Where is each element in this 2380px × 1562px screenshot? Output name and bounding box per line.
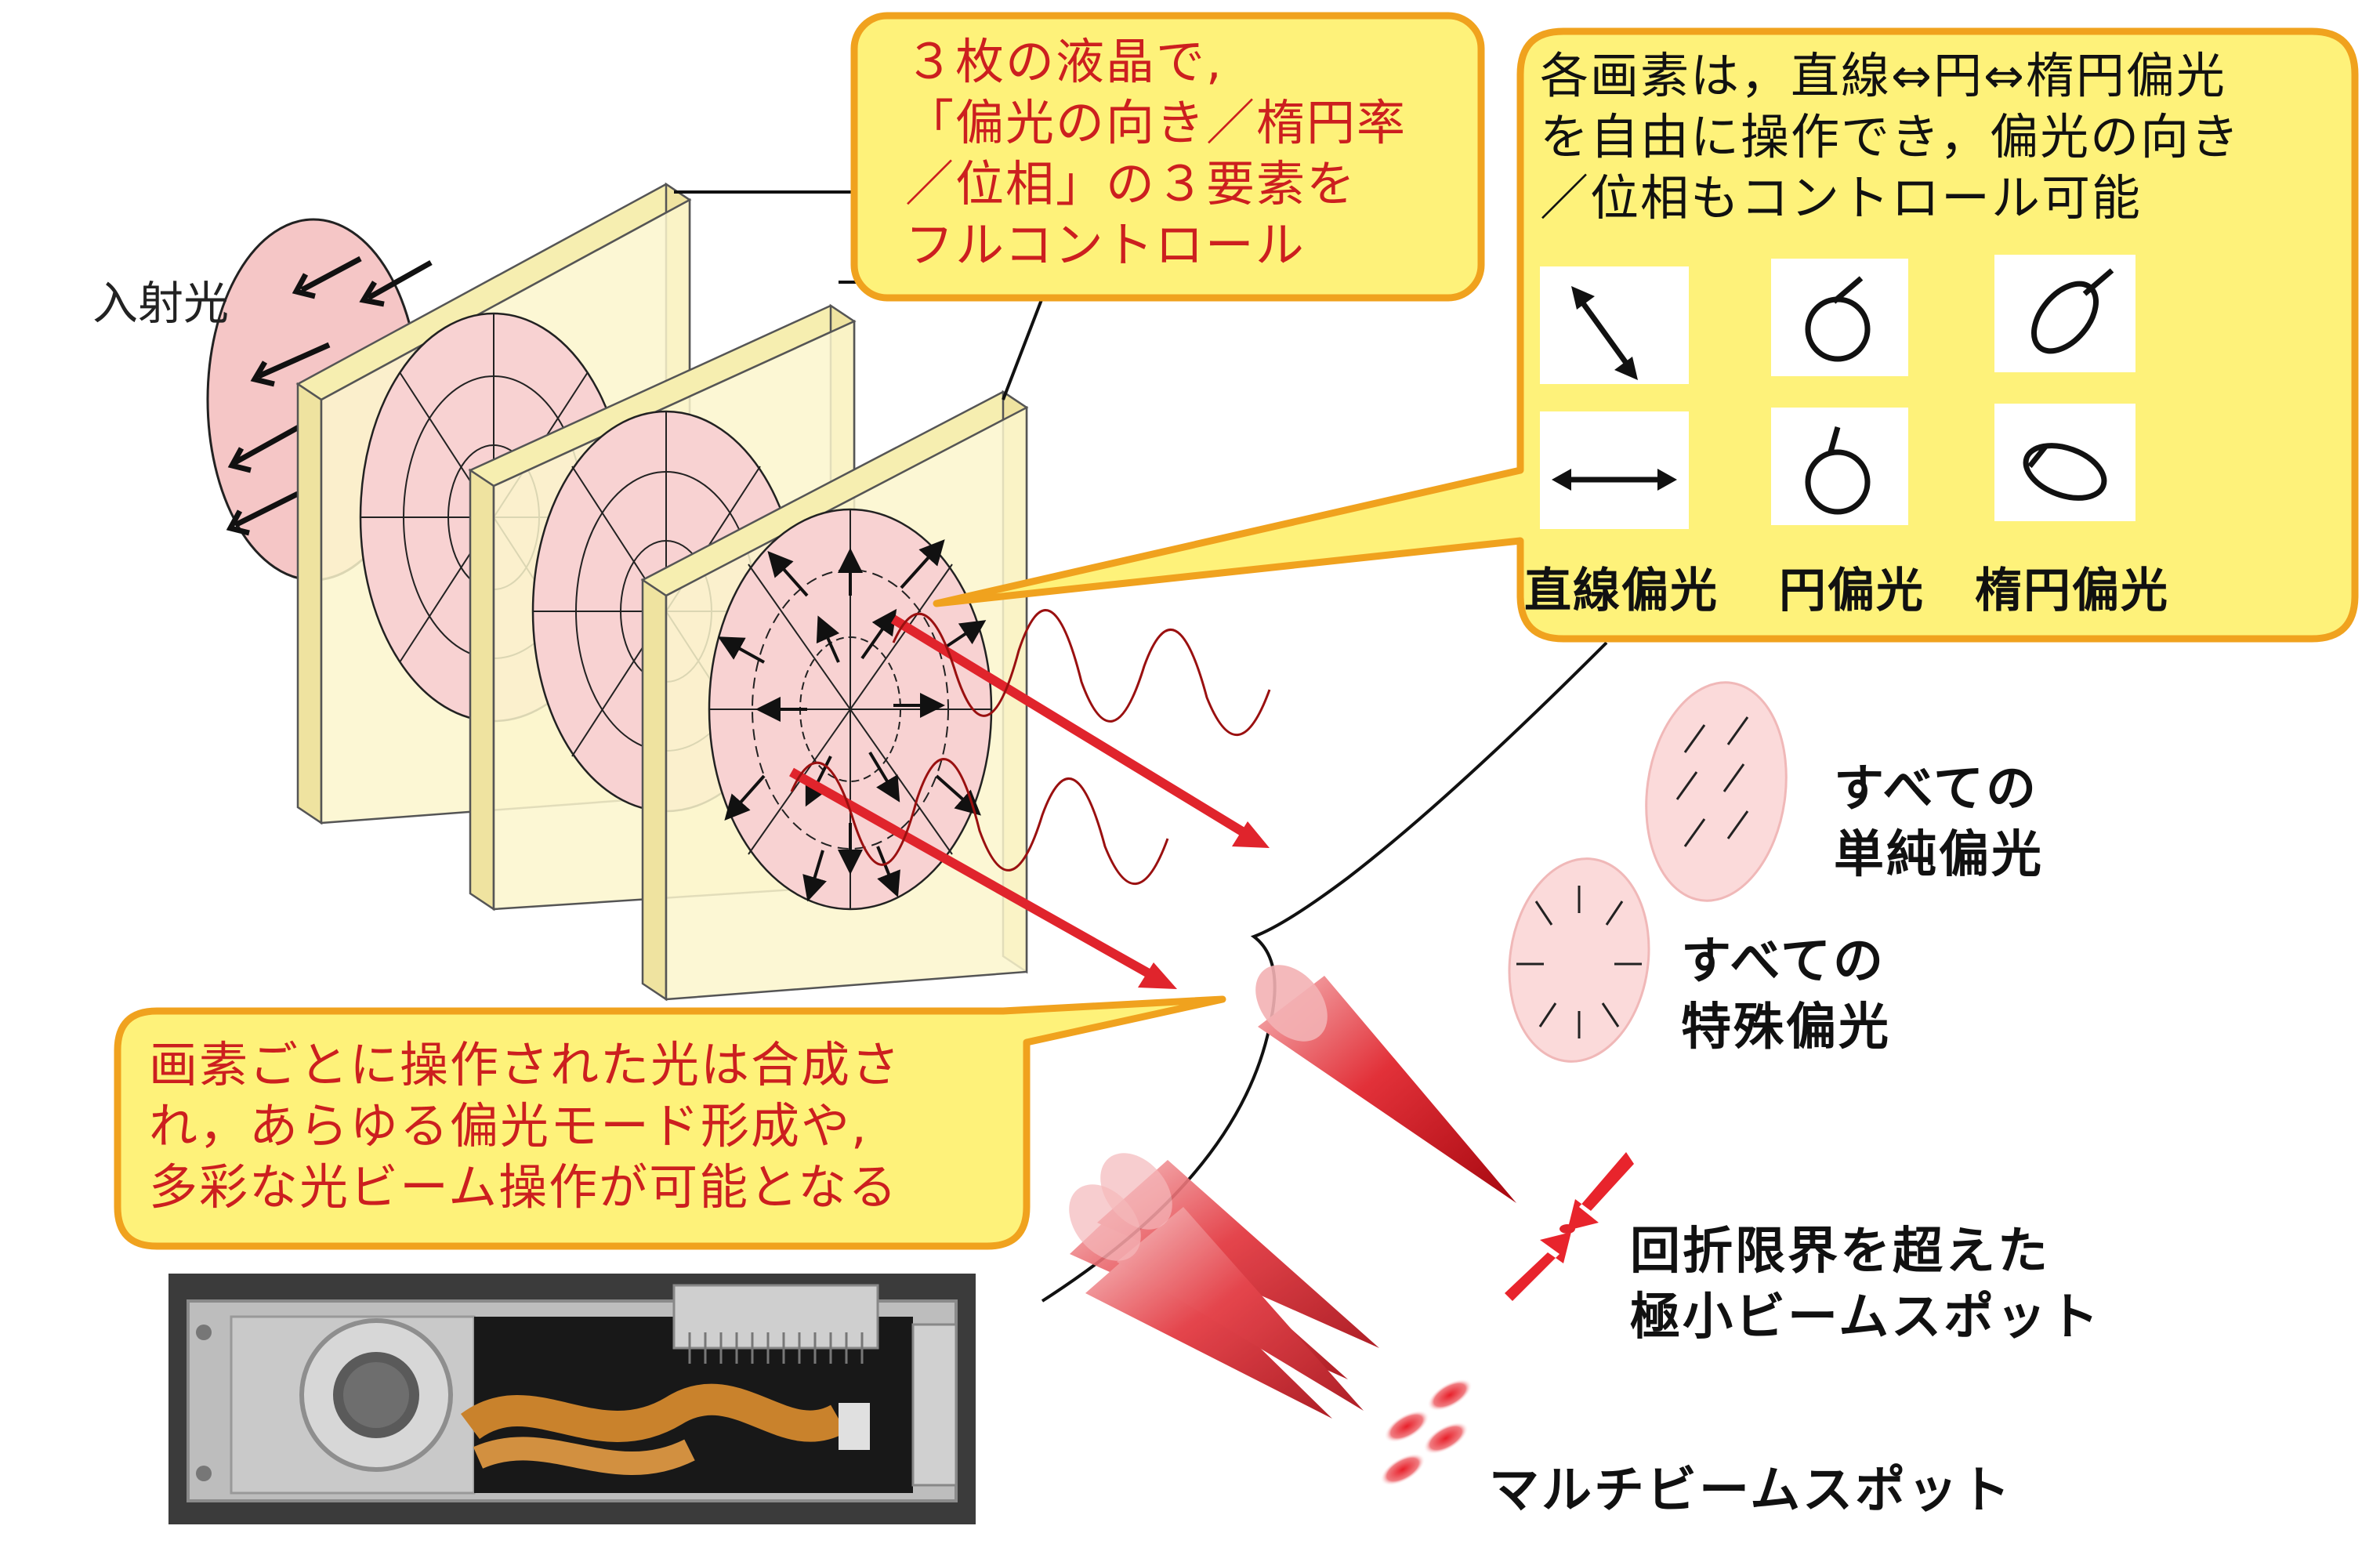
output-beams [789,609,1271,989]
special-polarization-icon [1508,857,1650,1063]
elliptical-polarization-label: 楕円偏光 [1975,564,2169,618]
circular-icon-2 [1805,426,1871,515]
radial-polarization-arrows [718,539,987,902]
callout-right-text: 各画素は，直線⇔円⇔楕円偏光 を自由に操作でき，偏光の向き ／位相もコントロール… [1540,47,2241,227]
incident-light-label: 入射光 [92,277,230,330]
circular-icon-1 [1805,276,1871,362]
pol-icons [1540,255,2135,529]
all-special-polarization-label: すべての 特殊偏光 [1681,933,1891,1056]
focused-beam-cone [1255,965,1634,1301]
callout-bottom-bubble [114,995,1226,1250]
elliptical-horizontal-icon [2023,443,2107,501]
multi-spot-label: マルチビームスポット [1489,1462,2013,1520]
linear-horizontal-icon [1552,469,1677,491]
all-uniform-polarization-label: すべての 単純偏光 [1834,760,2044,884]
elliptical-tilted-icon [2030,268,2114,354]
callout-bottom-text: 画素ごとに操作された光は合成さ れ，あらゆる偏光モード形成や, 多彩な光ビーム操… [149,1036,902,1216]
callout-right-bubble [933,27,2359,643]
uniform-polarization-icon [1645,681,1788,902]
leader-lines [674,190,1608,1303]
callout-top-bubble [850,12,1485,302]
linear-diagonal-icon [1571,286,1638,380]
callout-top-text: ３枚の液晶で, 「偏光の向き／楕円率 ／位相」の３要素を フルコントロール [905,33,1407,274]
device-photo [168,1274,976,1524]
multi-beam-cones [1069,1153,1379,1419]
circular-polarization-label: 円偏光 [1779,564,1925,618]
linear-polarization-label: 直線偏光 [1524,564,1719,618]
multi-spots [1380,1379,1473,1486]
small-spot-label: 回折限界を超えた 極小ビームスポット [1630,1223,2102,1346]
